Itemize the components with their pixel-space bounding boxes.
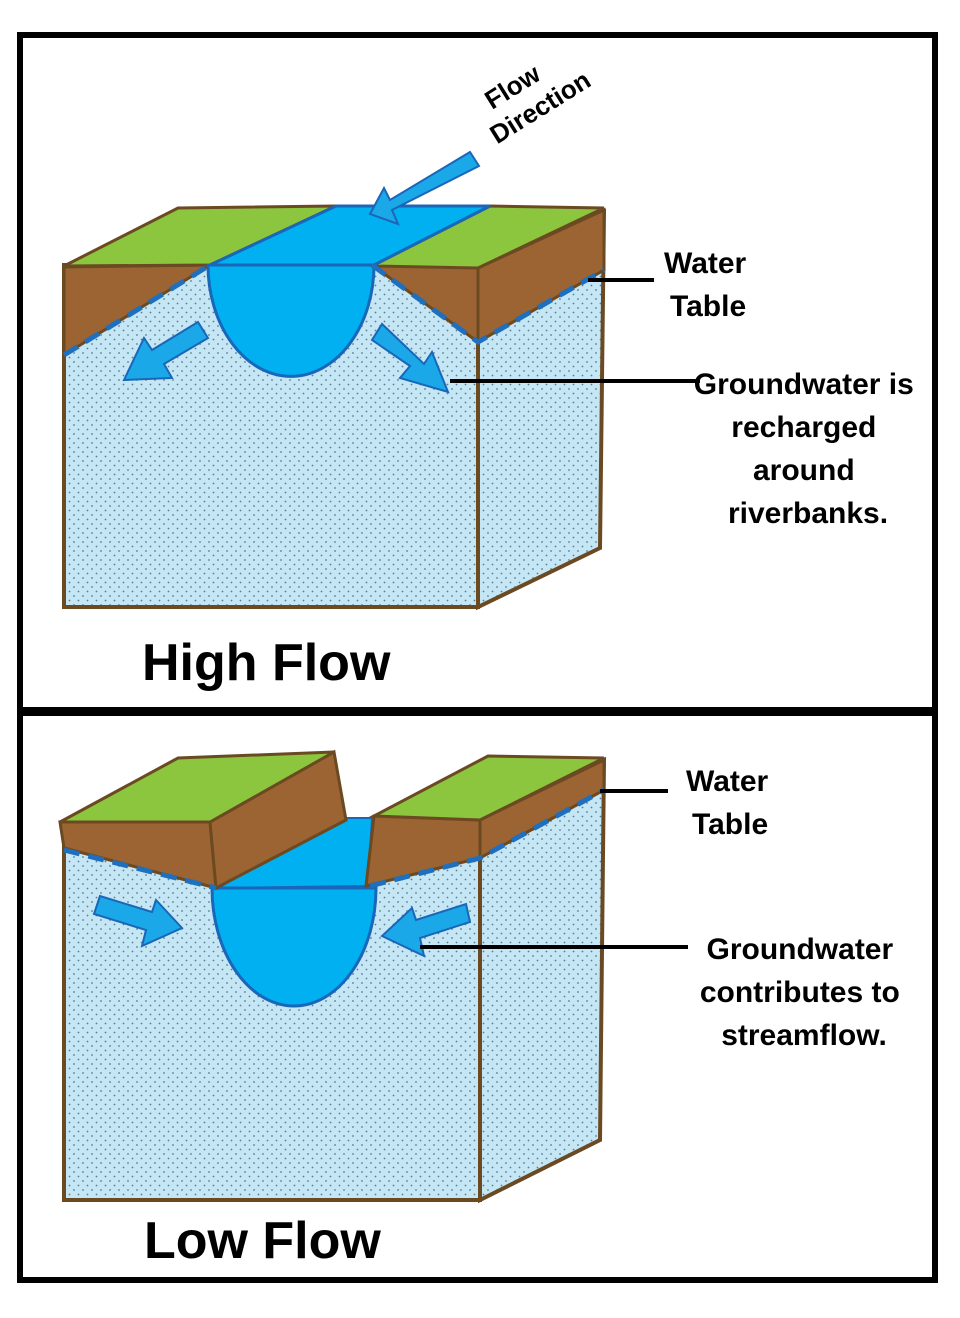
low-flow-water-table-line-right <box>369 787 606 889</box>
high-flow-water-table-line2: Table <box>670 290 746 323</box>
inflow-arrow-right <box>380 902 472 958</box>
high-flow-water-table-label: Water Table <box>664 247 755 323</box>
high-flow-groundwater-line2: recharged <box>731 411 876 444</box>
flow-direction-label: Flow Direction <box>467 37 595 149</box>
recharge-arrow-right <box>370 322 450 394</box>
high-flow-title: High Flow <box>142 634 391 692</box>
low-flow-groundwater-label: Groundwater contributes to streamflow. <box>700 933 908 1052</box>
high-flow-panel: Flow Direction Water Table Groundwater i… <box>17 32 938 713</box>
high-flow-groundwater-line4: riverbanks. <box>728 497 888 530</box>
low-flow-water-table-line <box>63 847 217 891</box>
low-flow-title: Low Flow <box>144 1212 381 1270</box>
recharge-arrow-left <box>122 320 210 382</box>
high-flow-groundwater-label: Groundwater is recharged around riverban… <box>694 368 922 530</box>
low-flow-frame <box>17 710 938 1283</box>
low-flow-water-table-line2: Table <box>692 808 768 841</box>
low-flow-grass-right <box>368 754 605 822</box>
low-flow-river-channel <box>210 886 378 1008</box>
low-flow-water-table-label: Water Table <box>686 765 777 841</box>
low-flow-panel: Water Table Groundwater contributes to s… <box>17 710 938 1283</box>
inflow-arrow-left <box>92 894 184 948</box>
high-flow-water-table-line-right <box>370 262 606 345</box>
high-flow-river-channel <box>206 263 376 378</box>
high-flow-groundwater-line3: around <box>753 454 855 487</box>
high-flow-water-table-line <box>62 262 212 358</box>
low-flow-water-table-line1: Water <box>686 765 769 798</box>
low-flow-groundwater-line2: contributes to <box>700 976 900 1009</box>
low-flow-groundwater-line3: streamflow. <box>721 1019 887 1052</box>
flow-direction-arrow <box>368 150 481 226</box>
high-flow-groundwater-line1: Groundwater is <box>694 368 914 401</box>
high-flow-water-table-line1: Water <box>664 247 747 280</box>
low-flow-grass-left <box>59 750 335 824</box>
low-flow-groundwater-line1: Groundwater <box>706 933 893 966</box>
